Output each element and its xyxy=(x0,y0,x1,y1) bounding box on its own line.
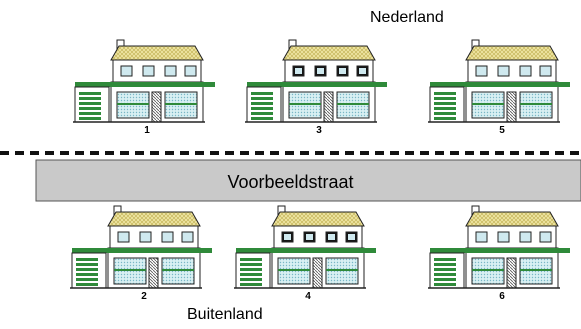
upper-window xyxy=(497,65,510,77)
front-door xyxy=(148,257,159,289)
house-bottom-6 xyxy=(428,205,570,289)
front-door xyxy=(151,91,162,123)
upper-window xyxy=(497,231,510,243)
garage-stripe xyxy=(79,92,101,95)
house-top-1 xyxy=(73,39,215,123)
garage-stripe xyxy=(251,117,273,120)
house-number-bottom-4: 4 xyxy=(305,291,311,302)
house-number-top-3: 3 xyxy=(316,125,322,136)
house-number-bottom-2: 2 xyxy=(141,291,147,302)
garage-stripe xyxy=(434,268,456,271)
canopy xyxy=(430,248,570,253)
canopy xyxy=(247,82,387,87)
garage-stripe xyxy=(251,97,273,100)
front-door xyxy=(312,257,323,289)
window-pane xyxy=(348,234,355,240)
garage-stripe xyxy=(251,112,273,115)
garage-stripe xyxy=(240,263,262,266)
window-pane xyxy=(359,68,366,74)
house-top-5 xyxy=(428,39,570,123)
house-bottom-2 xyxy=(70,205,212,289)
country-label-top: Nederland xyxy=(370,9,444,26)
garage-stripe xyxy=(434,102,456,105)
garage-stripe xyxy=(240,278,262,281)
garage-stripe xyxy=(79,102,101,105)
houses-top-row xyxy=(73,39,570,123)
upper-window xyxy=(120,65,133,77)
window-pane xyxy=(328,234,335,240)
front-door xyxy=(506,91,517,123)
upper-window xyxy=(539,65,552,77)
garage-stripe xyxy=(251,92,273,95)
garage-stripe xyxy=(240,268,262,271)
garage-stripe xyxy=(76,258,98,261)
garage-stripe xyxy=(79,117,101,120)
house-number-bottom-6: 6 xyxy=(499,291,505,302)
canopy xyxy=(430,82,570,87)
garage-stripe xyxy=(434,273,456,276)
upper-window xyxy=(184,65,197,77)
garage-stripe xyxy=(434,283,456,286)
garage-stripe xyxy=(76,268,98,271)
roof xyxy=(107,211,201,227)
garage-stripe xyxy=(79,112,101,115)
upper-window xyxy=(161,231,174,243)
garage-stripe xyxy=(434,107,456,110)
garage-stripe xyxy=(434,112,456,115)
upper-window xyxy=(164,65,177,77)
upper-window xyxy=(181,231,194,243)
upper-window xyxy=(475,65,488,77)
house-number-top-1: 1 xyxy=(144,125,150,136)
upper-window xyxy=(142,65,155,77)
garage-stripe xyxy=(434,97,456,100)
upper-window xyxy=(139,231,152,243)
houses-bottom-row xyxy=(70,205,570,289)
garage-stripe xyxy=(251,107,273,110)
upper-window xyxy=(117,231,130,243)
canopy xyxy=(75,82,215,87)
garage-stripe xyxy=(434,278,456,281)
window-pane xyxy=(284,234,291,240)
roof xyxy=(110,45,204,61)
street-road xyxy=(35,159,581,202)
roof xyxy=(271,211,365,227)
canopy xyxy=(236,248,376,253)
country-label-bottom: Buitenland xyxy=(187,306,263,323)
garage-stripe xyxy=(79,107,101,110)
roof xyxy=(465,211,559,227)
garage-stripe xyxy=(434,263,456,266)
upper-window xyxy=(539,231,552,243)
garage-stripe xyxy=(76,263,98,266)
upper-window xyxy=(475,231,488,243)
front-door xyxy=(323,91,334,123)
garage-stripe xyxy=(240,273,262,276)
garage-stripe xyxy=(434,117,456,120)
canopy xyxy=(72,248,212,253)
window-pane xyxy=(306,234,313,240)
upper-window xyxy=(519,65,532,77)
roof xyxy=(465,45,559,61)
garage-stripe xyxy=(434,258,456,261)
house-top-3 xyxy=(245,39,387,123)
garage-stripe xyxy=(76,278,98,281)
window-pane xyxy=(339,68,346,74)
street-name-label: Voorbeeldstraat xyxy=(227,172,354,192)
garage-stripe xyxy=(76,283,98,286)
garage-stripe xyxy=(240,283,262,286)
garage-stripe xyxy=(434,92,456,95)
roof xyxy=(282,45,376,61)
garage-stripe xyxy=(251,102,273,105)
garage-stripe xyxy=(240,258,262,261)
front-door xyxy=(506,257,517,289)
house-bottom-4 xyxy=(234,205,376,289)
garage-stripe xyxy=(76,273,98,276)
window-pane xyxy=(295,68,302,74)
upper-window xyxy=(519,231,532,243)
house-number-top-5: 5 xyxy=(499,125,505,136)
window-pane xyxy=(317,68,324,74)
garage-stripe xyxy=(79,97,101,100)
